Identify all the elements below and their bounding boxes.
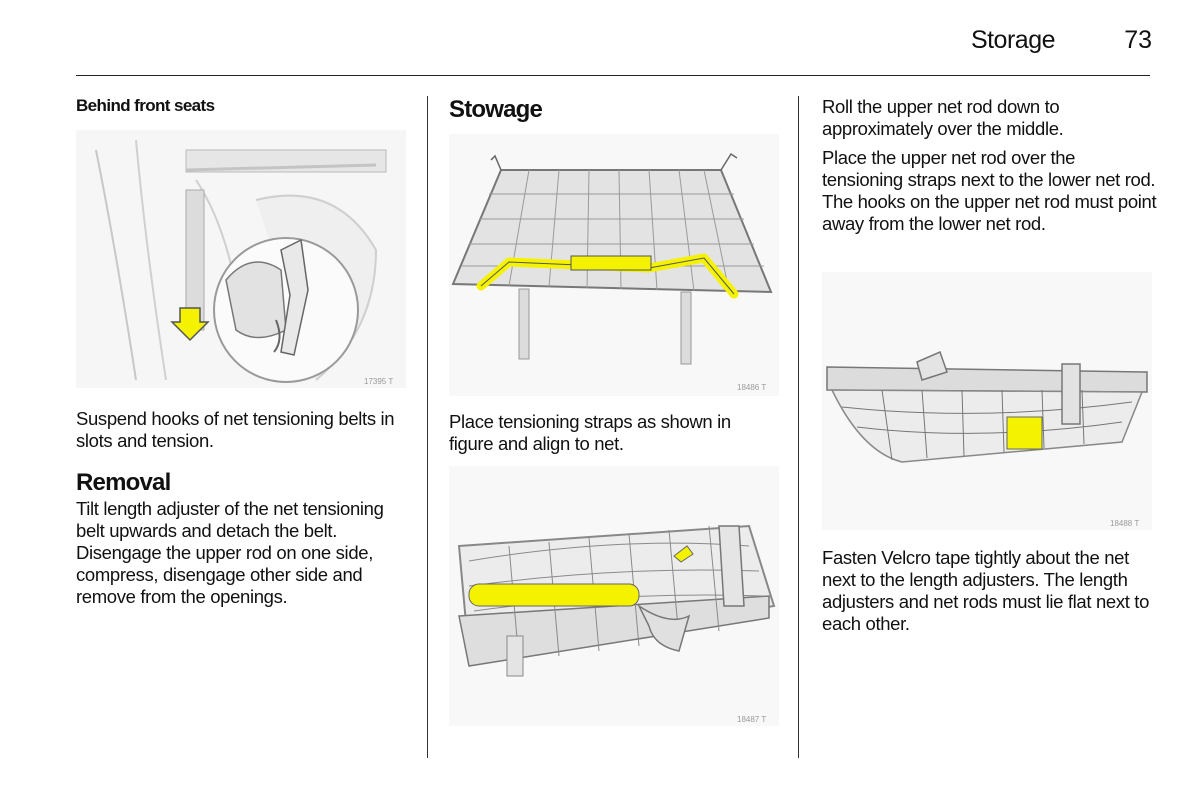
figure-velcro: 18488 T (822, 272, 1152, 530)
seat-belt-hook-illustration: 17395 T (76, 130, 406, 388)
velcro-tape-illustration: 18488 T (822, 272, 1152, 530)
caption-place-straps: Place tensioning straps as shown in figu… (449, 411, 731, 454)
figure-behind-front-seats: 17395 T (76, 130, 406, 388)
header-rule (76, 75, 1150, 76)
removal-instructions: Tilt length adjuster of the net tensioni… (76, 498, 384, 607)
net-rod-straps-illustration: 18487 T (449, 466, 779, 726)
column-divider-1 (427, 96, 428, 758)
caption-suspend-hooks: Suspend hooks of net tensioning belts in… (76, 408, 395, 451)
figure-number-17395: 17395 T (364, 377, 393, 386)
column-divider-2 (798, 96, 799, 758)
paragraph-place-rod: Place the upper net rod over the tension… (822, 147, 1157, 234)
paragraph-roll-rod: Roll the upper net rod down to approxima… (822, 96, 1064, 139)
figure-stowage-rod: 18487 T (449, 466, 779, 726)
paragraph-velcro: Fasten Velcro tape tightly about the net… (822, 547, 1150, 634)
figure-stowage-net: 18486 T (449, 134, 779, 396)
page-number: 73 (1124, 26, 1152, 54)
section-header-title: Storage (970, 26, 1056, 54)
figure-number-18486: 18486 T (737, 383, 766, 392)
section-title-stowage: Stowage (449, 96, 543, 123)
subheading-behind-front-seats: Behind front seats (76, 96, 215, 115)
figure-number-18487: 18487 T (737, 715, 766, 724)
section-title-removal: Removal (76, 469, 171, 496)
cargo-net-illustration: 18486 T (449, 134, 779, 396)
figure-number-18488: 18488 T (1110, 519, 1139, 528)
